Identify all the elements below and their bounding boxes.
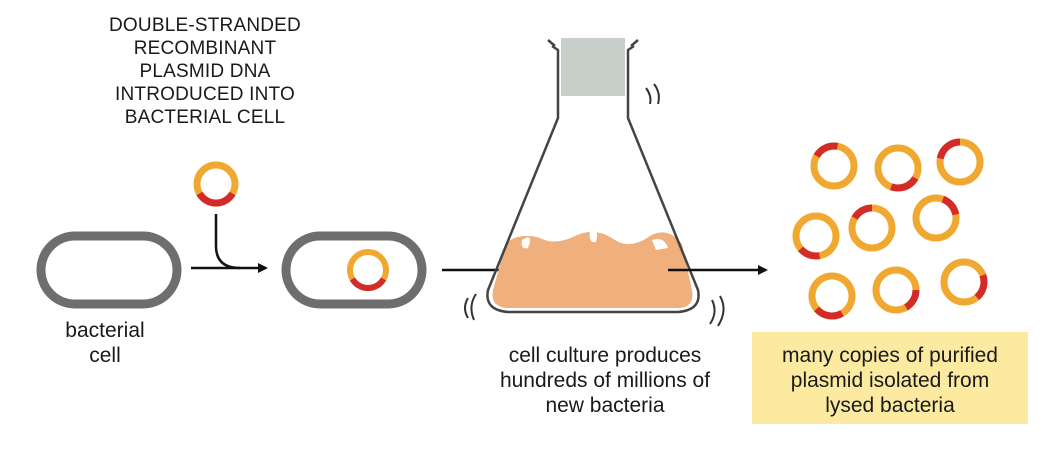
plasmid-insert-segment [813, 306, 844, 320]
cell-culture-label: cell culture produces hundreds of millio… [499, 344, 711, 417]
culture-medium [492, 231, 693, 308]
purified-plasmid-highlight [752, 332, 1028, 424]
plasmid-insert-segment [889, 176, 919, 192]
bacterial-cell-label: bacterial cell [65, 319, 145, 367]
recombinant-plasmid [193, 161, 239, 207]
plasmid-introduction-label: DOUBLE-STRANDED RECOMBINANT PLASMID DNA … [109, 15, 301, 128]
plasmid-in-cell [347, 249, 389, 291]
plasmid-insert-segment [974, 273, 988, 301]
plasmid-insert-segment [813, 142, 839, 158]
plasmid-insert-segment [904, 289, 920, 311]
plasmid-insert-segment [797, 246, 821, 260]
insertion-arrow [214, 214, 268, 273]
shake-marks [464, 83, 725, 327]
flask-outline [486, 44, 700, 314]
purified-plasmid-label: many copies of purified plasmid isolated… [782, 344, 998, 417]
plasmid-insert-segment [941, 195, 960, 216]
purified-plasmid-copies [792, 138, 988, 320]
bacterial-cell [36, 231, 182, 309]
plasmid-insert-segment [851, 204, 873, 220]
culture-flask [486, 38, 700, 314]
plasmid-insert-segment [936, 138, 961, 160]
flask-stopper [561, 38, 625, 96]
plasmid-copy [912, 194, 960, 242]
transformed-cell [281, 231, 427, 309]
